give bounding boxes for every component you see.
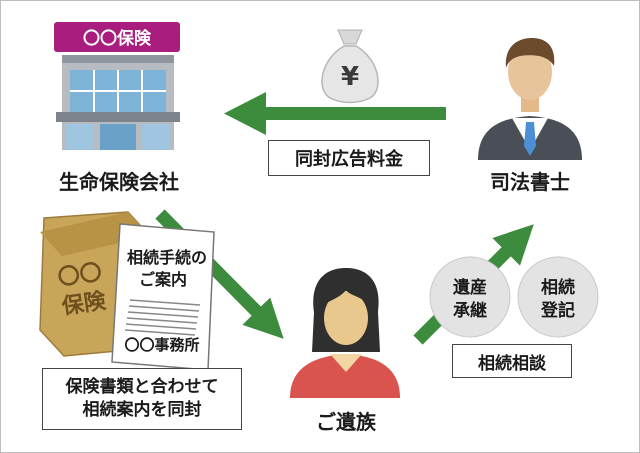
building-icon — [56, 55, 180, 150]
bubble-left-line1: 遺産 — [453, 278, 487, 298]
consultation-box: 相続相談 — [452, 344, 572, 378]
document-office: 〇〇事務所 — [124, 336, 200, 354]
businessman-icon — [478, 38, 582, 160]
bubble-right-line2: 登記 — [541, 301, 575, 321]
judicial-scrivener-label: 司法書士 — [490, 170, 570, 194]
insurance-company-label: 生命保険会社 — [59, 170, 179, 194]
bubble-left — [429, 256, 511, 338]
bubble-left-line2: 承継 — [453, 301, 487, 321]
money-bag-icon — [321, 29, 379, 104]
bubble-right — [517, 256, 599, 338]
woman-icon — [290, 268, 400, 398]
insurance-sign-label: 〇〇保険 — [83, 29, 151, 49]
arrow-to-company — [224, 92, 446, 135]
yen-symbol: ¥ — [340, 62, 360, 92]
enclosure-note-box: 保険書類と合わせて 相続案内を同封 — [42, 368, 242, 430]
insurance-sign — [54, 22, 180, 52]
ad-fee-box: 同封広告料金 — [268, 140, 430, 176]
enclosure-note-line1: 保険書類と合わせて — [65, 377, 219, 398]
envelope-text: 〇〇 保険 — [56, 260, 108, 320]
bereaved-family-label: ご遺族 — [316, 410, 376, 434]
enclosure-note-line2: 相続案内を同封 — [82, 400, 202, 420]
document-title-line1: 相続手続の — [126, 248, 207, 267]
document-title-line2: ご案内 — [138, 270, 187, 289]
bubble-right-line1: 相続 — [541, 278, 575, 298]
